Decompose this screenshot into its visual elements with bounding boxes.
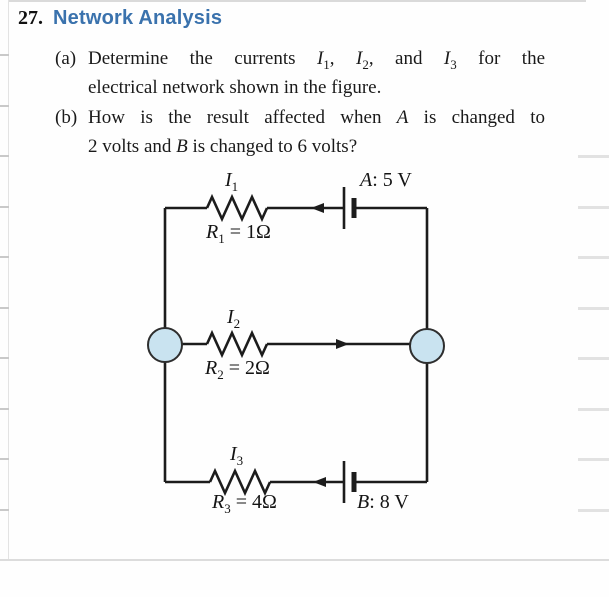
part-a: (a) Determine the currents I1, I2, and I… [55, 44, 545, 102]
margin-tick [0, 307, 9, 309]
part-a-line-1: Determine the currents I1, I2, and I3 fo… [88, 48, 546, 72]
margin-tick [0, 458, 9, 460]
part-a-text: Determine the currents I1, I2, and I3 fo… [88, 44, 545, 102]
margin-tick [578, 408, 609, 411]
resistor-r2-zigzag [205, 329, 269, 359]
problem-heading: 27. Network Analysis [18, 7, 222, 30]
margin-tick [0, 155, 9, 157]
label-current-i3: I3 [230, 443, 244, 468]
label-resistor-r3: R3 = 4Ω [212, 491, 277, 516]
margin-tick [578, 256, 609, 259]
bottom-divider [0, 559, 609, 561]
left-margin-rule [8, 0, 9, 559]
margin-tick [578, 155, 609, 158]
part-b-label: (b) [55, 107, 78, 128]
label-resistor-r1: R1 = 1Ω [206, 221, 271, 246]
margin-tick [0, 408, 9, 410]
margin-tick [0, 206, 9, 208]
label-current-i2: I2 [227, 306, 241, 331]
part-b-text: How is the result affected when A is cha… [88, 103, 545, 161]
margin-tick [0, 357, 9, 359]
margin-tick [0, 256, 9, 258]
problem-title: Network Analysis [53, 7, 223, 29]
resistor-r1-zigzag [205, 193, 269, 223]
margin-tick [578, 206, 609, 209]
margin-tick [0, 509, 9, 511]
current-arrow-i3-left [313, 477, 326, 487]
label-resistor-r2: R2 = 2Ω [205, 357, 270, 382]
problem-number: 27. [18, 7, 43, 29]
resistor-r3-zigzag [208, 467, 272, 497]
part-b: (b) How is the result affected when A is… [55, 103, 545, 161]
part-b-line-1: How is the result affected when A is cha… [88, 107, 545, 128]
margin-tick [578, 458, 609, 461]
left-junction-node [147, 327, 183, 363]
current-arrow-i2-right [336, 339, 349, 349]
margin-tick [578, 509, 609, 512]
margin-tick [578, 307, 609, 310]
part-a-line-2: electrical network shown in the figure. [88, 77, 382, 98]
current-arrow-i1-left [311, 203, 324, 213]
part-a-label: (a) [55, 48, 77, 69]
part-b-line-2: 2 volts and B is changed to 6 volts? [88, 136, 358, 157]
margin-tick [578, 357, 609, 360]
label-battery-a: A: 5 V [360, 169, 412, 191]
top-divider [8, 0, 586, 2]
margin-tick [0, 105, 9, 107]
margin-tick [0, 54, 9, 56]
label-current-i1: I1 [225, 169, 239, 194]
label-battery-b: B: 8 V [357, 491, 409, 513]
right-junction-node [409, 328, 445, 364]
